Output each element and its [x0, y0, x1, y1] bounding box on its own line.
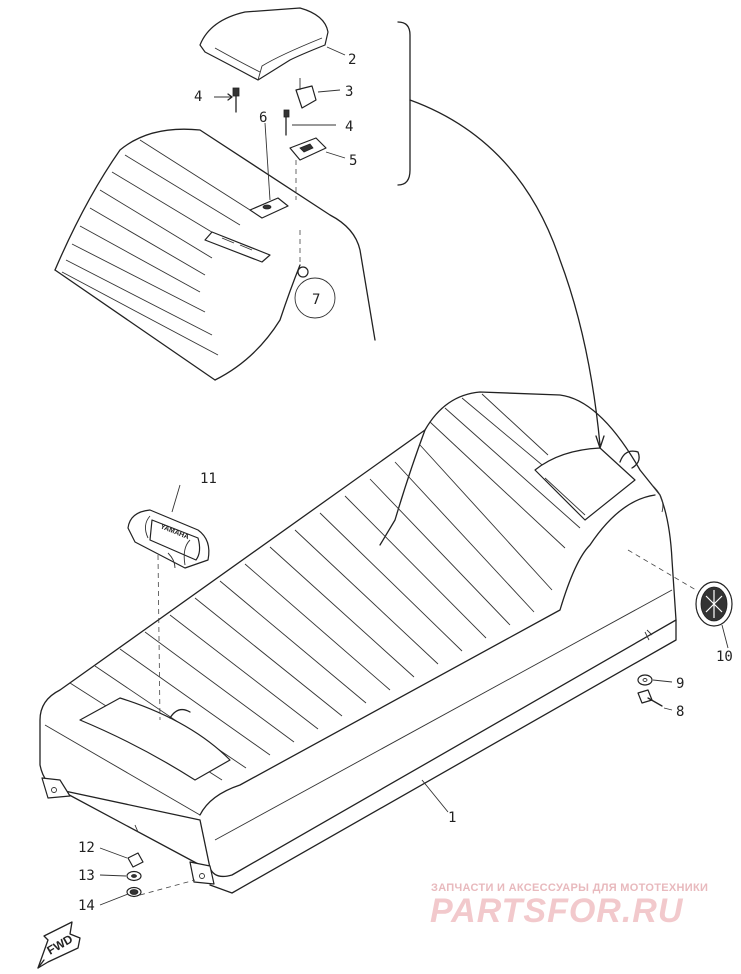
detail-leader-arrow	[409, 99, 601, 446]
pad-cover-2	[199, 7, 346, 81]
callout-4a: 4	[194, 89, 202, 105]
callout-8: 8	[676, 704, 684, 720]
rear-pad	[534, 447, 636, 521]
seat-hump-detail	[54, 128, 376, 381]
logo-disc-10	[627, 549, 733, 649]
callout-11: 11	[200, 471, 217, 487]
clip-3	[295, 78, 341, 109]
detail-circle-7	[294, 277, 336, 319]
washer-9	[637, 674, 673, 686]
washer-14	[99, 879, 196, 906]
leader-1	[421, 779, 449, 813]
callout-1: 1	[448, 810, 456, 826]
screw-4b	[283, 109, 336, 136]
detail-bracket	[397, 21, 411, 186]
callout-5: 5	[349, 153, 357, 169]
bolt-8	[637, 689, 673, 711]
front-lid	[79, 697, 231, 781]
washer-13	[99, 870, 142, 882]
rear-hook	[619, 450, 640, 469]
watermark-tagline: ЗАПЧАСТИ И АКСЕССУАРЫ ДЛЯ МОТОТЕХНИКИ	[431, 882, 708, 894]
callout-10: 10	[716, 649, 733, 665]
watermark: ЗАПЧАСТИ И АКСЕССУАРЫ ДЛЯ МОТОТЕХНИКИ PA…	[430, 882, 708, 930]
callout-9: 9	[676, 676, 684, 692]
seat-ribs	[69, 393, 591, 781]
callout-13: 13	[78, 868, 95, 884]
screw-4a	[214, 87, 240, 113]
callout-3: 3	[345, 84, 353, 100]
lid-hinge	[169, 708, 191, 719]
leader-6	[264, 122, 271, 201]
callout-4b: 4	[345, 119, 353, 135]
callout-7: 7	[312, 292, 320, 308]
emblem-11: YAMAHA	[127, 484, 210, 721]
bolt-12	[99, 847, 144, 868]
callout-14: 14	[78, 898, 95, 914]
callout-12: 12	[78, 840, 95, 856]
main-seat-assembly	[39, 391, 677, 894]
fwd-label: FWD	[45, 932, 76, 958]
fwd-arrow: FWD	[37, 921, 81, 969]
watermark-brand: PARTSFOR.RU	[430, 892, 684, 930]
callout-6: 6	[259, 110, 267, 126]
callout-2: 2	[348, 52, 356, 68]
callout-labels: 1 2 3 4 4 5 6 7 8 9 10 11 12 13 14	[78, 52, 733, 914]
mount-tab-bottom	[189, 861, 215, 885]
detail-inset	[54, 7, 605, 449]
bracket-5	[289, 137, 346, 200]
